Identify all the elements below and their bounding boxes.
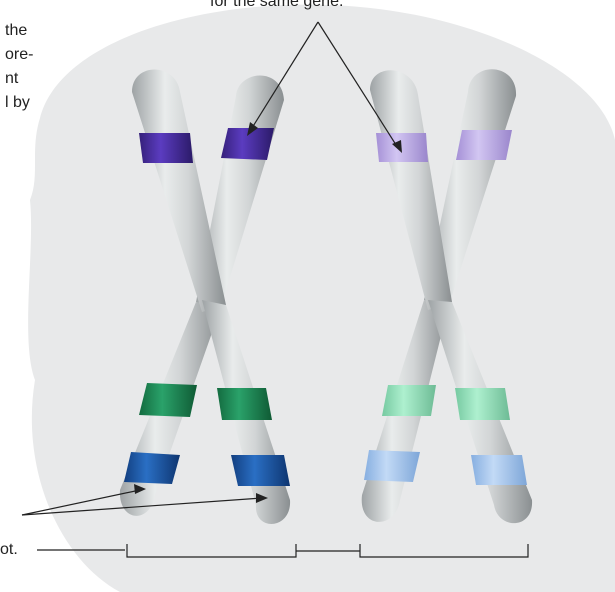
band-purple-top-left — [139, 133, 193, 163]
left-text-line-3: nt — [5, 69, 18, 89]
bottom-left-label-2: ot. — [0, 540, 18, 560]
caption-same-gene: for the same gene. — [210, 0, 343, 12]
band-blue-low-right — [231, 455, 290, 486]
band-lightblue-low-left — [364, 450, 420, 482]
band-lightblue-low-right — [471, 455, 527, 485]
band-lightpurple-top-left — [376, 133, 428, 162]
left-text-line-4: l by — [5, 93, 30, 113]
band-green-low-left — [139, 383, 197, 417]
band-lightpurple-top-right — [456, 130, 512, 160]
band-blue-low-left — [124, 452, 180, 484]
band-lightgreen-low-left — [382, 385, 436, 416]
left-text-line-1: the — [5, 21, 27, 41]
band-green-low-right — [217, 388, 272, 420]
band-lightgreen-low-right — [455, 388, 510, 420]
band-purple-top-right — [221, 128, 274, 160]
left-text-line-2: ore- — [5, 45, 33, 65]
